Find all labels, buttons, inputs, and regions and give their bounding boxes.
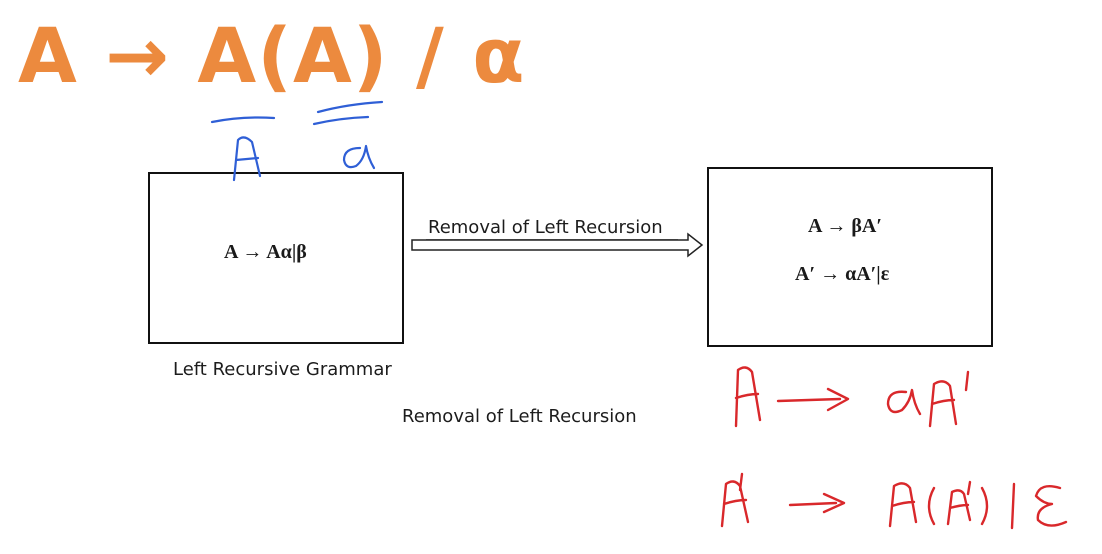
red-open-paren: [927, 486, 936, 526]
blue-underline-1: [210, 116, 276, 124]
red-close-paren: [980, 486, 989, 526]
red-arrow-2: [788, 492, 846, 514]
red-arrow-1: [776, 387, 850, 412]
blue-handwriting: [210, 100, 384, 182]
red-prime-3: [966, 480, 972, 496]
transformed-rule-2: A′ → αA′|ε: [795, 263, 890, 285]
center-caption: Removal of Left Recursion: [402, 406, 637, 427]
red-A-2: [928, 380, 958, 428]
red-A-4: [888, 482, 918, 528]
red-prime-1: [964, 370, 970, 392]
headline-production: A → A(A) / α: [18, 11, 526, 100]
left-recursive-grammar-box: [148, 172, 404, 344]
red-A-5: [946, 489, 972, 526]
red-prime-2: [738, 472, 744, 492]
red-bar: [1010, 482, 1016, 530]
blue-underline-3: [312, 115, 370, 126]
arrow-label: Removal of Left Recursion: [428, 217, 663, 238]
red-epsilon: [1034, 485, 1068, 527]
transformed-grammar-box: [707, 167, 993, 347]
transformation-arrow: [411, 232, 704, 258]
blue-letter-alpha: [342, 144, 376, 170]
red-A-3: [720, 480, 750, 528]
left-box-caption: Left Recursive Grammar: [173, 359, 392, 380]
red-handwriting: [720, 366, 1068, 530]
blue-underline-2: [316, 100, 384, 114]
blue-letter-a: [232, 136, 262, 182]
red-alpha-1: [886, 388, 922, 416]
transformed-rule-1: A → βA′: [808, 215, 882, 237]
left-recursive-rule: A → Aα|β: [224, 241, 307, 263]
red-A-1: [734, 366, 762, 428]
